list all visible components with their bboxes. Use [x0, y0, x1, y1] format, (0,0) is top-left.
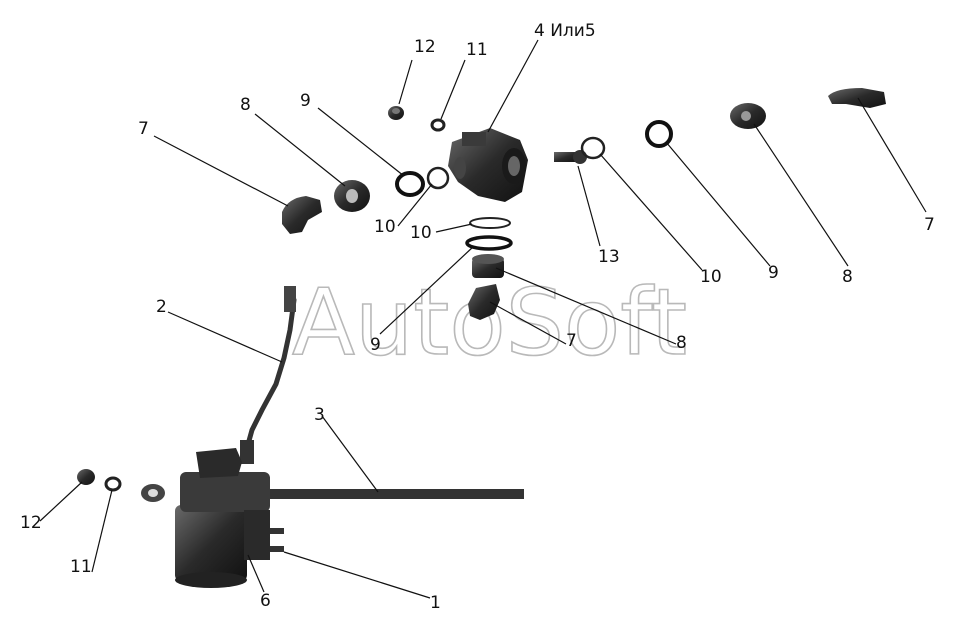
control-rod-2 — [240, 286, 297, 464]
label-10-a: 10 — [374, 217, 396, 237]
valve-body-4-or-5 — [448, 128, 528, 202]
label-3: 3 — [314, 405, 325, 425]
nut-12-bottom — [77, 469, 95, 485]
union-nut-8-left — [334, 180, 370, 212]
label-9-right: 9 — [768, 263, 779, 283]
label-7-lower: 7 — [566, 331, 577, 351]
o-ring-9-right — [645, 120, 673, 148]
label-9-upper: 9 — [300, 91, 311, 111]
label-10-b: 10 — [410, 223, 432, 243]
label-9-lower: 9 — [370, 335, 381, 355]
label-11-top: 11 — [466, 40, 488, 60]
lever-3 — [262, 489, 524, 499]
label-10-right: 10 — [700, 267, 722, 287]
union-nut-8-right — [730, 103, 766, 129]
leader-lines — [39, 39, 927, 599]
label-7-right: 7 — [924, 215, 935, 235]
washer-11-bottom — [104, 476, 122, 492]
label-13: 13 — [598, 247, 620, 267]
label-8-left: 8 — [240, 95, 251, 115]
o-ring-10-under-valve — [469, 217, 511, 229]
o-ring-9-under-valve — [465, 235, 513, 251]
label-8-right: 8 — [842, 267, 853, 287]
label-7-left: 7 — [138, 119, 149, 139]
elbow-fitting-7-left — [282, 196, 322, 234]
union-nut-8-lower — [472, 254, 504, 278]
o-ring-10-right — [580, 136, 606, 160]
label-1: 1 — [430, 593, 441, 613]
nut-12-top — [388, 106, 404, 120]
o-ring-10-left — [426, 166, 450, 190]
brake-valve-body-1 — [141, 448, 284, 588]
label-12-bottom: 12 — [20, 513, 42, 533]
elbow-fitting-7-lower — [468, 284, 500, 320]
label-2: 2 — [156, 297, 167, 317]
label-8-lower: 8 — [676, 333, 687, 353]
label-6: 6 — [260, 591, 271, 611]
label-11-bottom: 11 — [70, 557, 92, 577]
o-ring-9-left — [395, 171, 425, 197]
label-12-top: 12 — [414, 37, 436, 57]
label-4-or-5: 4 Или5 — [534, 21, 596, 41]
elbow-fitting-7-right — [828, 88, 886, 108]
washer-11-top — [430, 118, 446, 132]
watermark: AutoSoft — [292, 269, 687, 376]
